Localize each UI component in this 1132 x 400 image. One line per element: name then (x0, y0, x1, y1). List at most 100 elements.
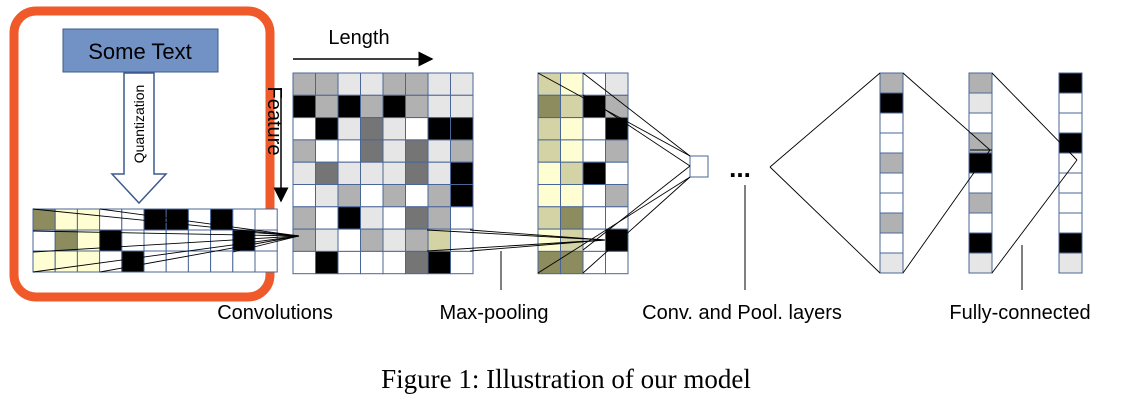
neuron-cell (1058, 92, 1083, 114)
pool-cell (560, 161, 584, 185)
input-cell (99, 208, 123, 231)
conv-cell (405, 184, 429, 208)
neuron-cell (1058, 72, 1083, 94)
conv-cell (292, 161, 316, 185)
conv-cell (450, 250, 474, 275)
conv-cell (360, 184, 384, 208)
conv-cell (315, 206, 339, 230)
conv-cell (337, 94, 361, 119)
pool-cell (605, 184, 629, 208)
conv-cell (292, 184, 316, 208)
neuron-cell (1058, 232, 1083, 254)
conv-cell (382, 94, 406, 119)
conv-cell (360, 117, 384, 141)
pool-cell (537, 161, 561, 185)
neuron-cell (1058, 172, 1083, 194)
pool-cell (582, 72, 606, 96)
neuron-cell (1058, 132, 1083, 154)
conv-cell (382, 139, 406, 163)
conv-cell (427, 72, 451, 96)
conv-cell (450, 206, 474, 230)
neuron-cell (968, 72, 993, 94)
pool-cell (560, 117, 584, 141)
neuron-cell (1058, 152, 1083, 174)
neuron-cell (879, 112, 904, 134)
neuron-cell (1058, 112, 1083, 134)
text-box-label: Some Text (88, 39, 192, 64)
conv-cell (337, 250, 361, 275)
neuron-cell (879, 92, 904, 114)
conv-cell (360, 206, 384, 230)
connection-lines (32, 72, 1078, 274)
pool-cell (537, 94, 561, 119)
conv-cell (292, 250, 316, 275)
quantization-label: Quantization (131, 85, 147, 164)
input-cell (254, 208, 278, 231)
input-cell (232, 208, 256, 231)
conv-cell (450, 72, 474, 96)
input-cell (187, 229, 212, 252)
conv-cell (427, 250, 451, 275)
feature-label: Feature (263, 87, 285, 156)
conv-cell (360, 161, 384, 185)
conv-cell (427, 117, 451, 141)
conv-cell (360, 228, 384, 252)
conv-cell (337, 228, 361, 252)
length-label: Length (328, 27, 389, 49)
pool-cell (605, 250, 629, 275)
text-box (62, 28, 219, 73)
pool-cell (537, 206, 561, 230)
conv-cell (360, 139, 384, 163)
neuron-cell (879, 72, 904, 94)
figure-caption: Figure 1: Illustration of our model (381, 364, 751, 394)
neuron-cell (879, 212, 904, 234)
conv-cell (315, 94, 339, 119)
pool-cell (560, 250, 584, 275)
conv-cell (427, 206, 451, 230)
conv-cell (382, 250, 406, 275)
conv-cell (382, 72, 406, 96)
hidden-layer-column (968, 72, 993, 274)
pool-cell (605, 72, 629, 96)
neuron-cell (968, 92, 993, 114)
input-cell (210, 250, 234, 273)
neuron-cell (968, 212, 993, 234)
pool-cell (605, 117, 629, 141)
conv-cell (405, 72, 429, 96)
neuron-cell (1058, 212, 1083, 234)
conv-cell (382, 117, 406, 141)
conv-cell (315, 72, 339, 96)
conv-cell (427, 139, 451, 163)
pool-cell (560, 228, 584, 252)
conv-cell (315, 250, 339, 275)
neuron-cell (879, 132, 904, 154)
conv-cell (315, 139, 339, 163)
neuron-cell (968, 172, 993, 194)
input-cell (32, 208, 56, 231)
conv-cell (360, 94, 384, 119)
pool-cell (537, 72, 561, 96)
neuron-cell (968, 192, 993, 214)
pool-cell (605, 228, 629, 252)
conv-cell (450, 94, 474, 119)
pool-cell (560, 72, 584, 96)
conv-cell (427, 228, 451, 252)
conv-cell (315, 117, 339, 141)
neuron-cell (879, 172, 904, 194)
neuron-cell (879, 232, 904, 254)
pool-cell (582, 94, 606, 119)
conv-cell (382, 228, 406, 252)
neuron-cell (968, 252, 993, 274)
input-cell (165, 250, 189, 273)
conv-cell (292, 228, 316, 252)
conv-cell (292, 139, 316, 163)
conv-cell (382, 184, 406, 208)
neuron-cell (879, 152, 904, 174)
conv-feature-map (292, 72, 474, 275)
input-cell (254, 250, 278, 273)
pool-cell (582, 184, 606, 208)
conv-cell (337, 206, 361, 230)
pool-cell (582, 139, 606, 163)
conv-cell (292, 72, 316, 96)
conv-cell (337, 161, 361, 185)
